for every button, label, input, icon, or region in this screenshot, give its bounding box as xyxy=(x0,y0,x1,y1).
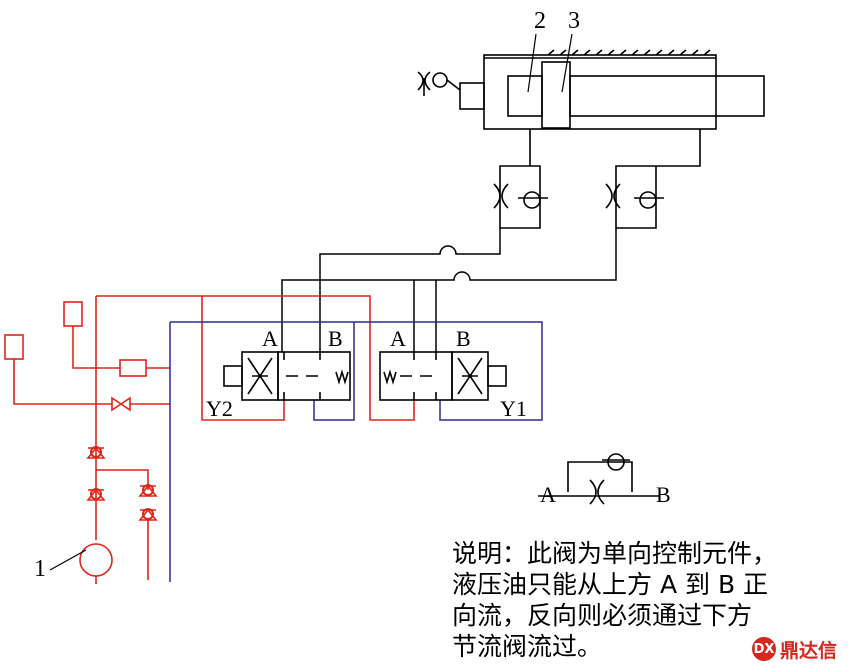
legend-labels: A B xyxy=(540,482,671,507)
leader-line-2 xyxy=(527,33,537,93)
directional-valve-left xyxy=(223,351,351,401)
note-line-4: 节流阀流过。 xyxy=(452,632,603,661)
explanation-note: 说明：此阀为单向控制元件， 液压油只能从上方 A 到 B 正 向流，反向则必须通… xyxy=(452,538,844,662)
leader-line-3 xyxy=(561,33,573,93)
note-line-2: 液压油只能从上方 A 到 B 正 xyxy=(452,570,769,599)
check-valve-balls xyxy=(90,446,154,520)
legend-throttle-check xyxy=(538,453,660,505)
pilot-lines xyxy=(4,295,415,584)
main-lines xyxy=(281,228,617,352)
watermark-logo: DX 鼎达信 xyxy=(752,634,844,664)
throttle-icon-left xyxy=(493,183,509,209)
cylinder-end-cap xyxy=(459,82,485,110)
cylinder-hatch-marks xyxy=(547,49,711,56)
pump-leader xyxy=(49,549,87,571)
cylinder xyxy=(417,49,765,130)
svg-text:B: B xyxy=(656,482,671,507)
check-valve-left xyxy=(523,191,541,209)
cap-throttle-icon xyxy=(417,71,431,91)
note-line-1: 说明：此阀为单向控制元件， xyxy=(452,539,778,568)
tank-lines xyxy=(169,321,543,582)
svg-text:Y1: Y1 xyxy=(500,396,527,421)
check-valve-right xyxy=(639,191,657,209)
svg-text:B: B xyxy=(328,326,343,351)
svg-text:B: B xyxy=(456,326,471,351)
throttle-check-valves xyxy=(493,129,701,229)
svg-text:Y2: Y2 xyxy=(206,396,233,421)
watermark-text: 鼎达信 xyxy=(780,639,838,662)
svg-text:1: 1 xyxy=(34,556,46,582)
directional-valve-right xyxy=(379,351,507,401)
svg-text:3: 3 xyxy=(568,8,580,34)
cylinder-barrel xyxy=(483,54,717,130)
svg-text:2: 2 xyxy=(534,8,546,34)
piston-rod xyxy=(569,75,765,117)
valve-labels: A B Y2 A B Y1 xyxy=(206,326,527,421)
pump-label: 1 xyxy=(34,556,46,582)
svg-text:A: A xyxy=(390,326,406,351)
watermark-logo-icon: DX xyxy=(752,637,776,661)
svg-text:A: A xyxy=(262,326,278,351)
note-line-3: 向流，反向则必须通过下方 xyxy=(452,601,753,630)
svg-text:A: A xyxy=(540,482,556,507)
cap-check-ball xyxy=(432,72,448,88)
piston-inner xyxy=(507,75,543,117)
cylinder-labels: 2 3 xyxy=(534,8,580,34)
throttle-icon-right xyxy=(605,183,621,209)
